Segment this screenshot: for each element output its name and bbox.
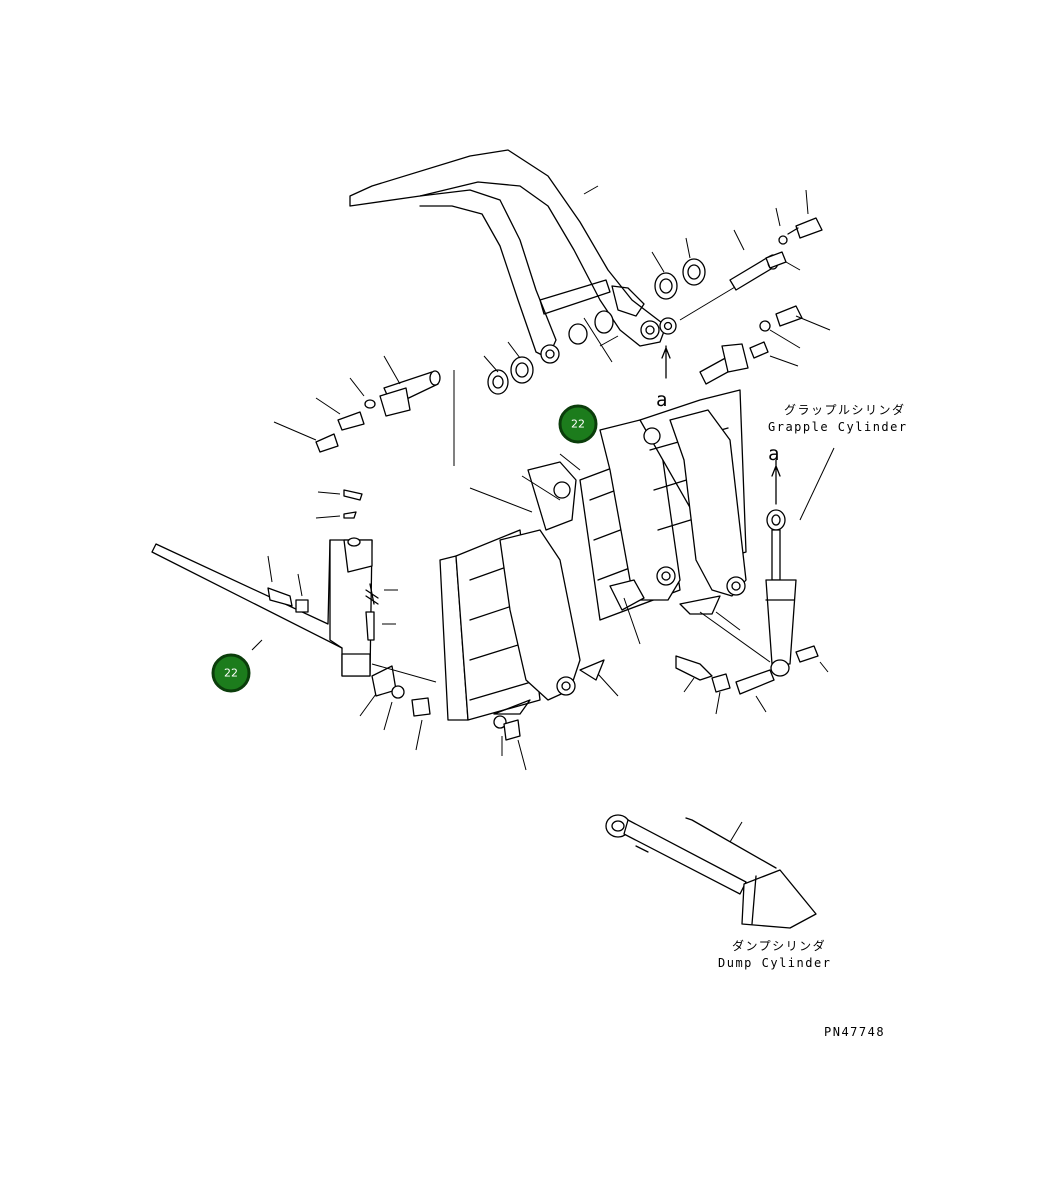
callout-circle[interactable] (558, 404, 598, 444)
fork-carriage (439, 389, 747, 721)
dump-cylinder-label-jp: ダンプシリンダ (732, 938, 826, 953)
grapple-cylinder-label-en: Grapple Cylinder (768, 420, 908, 434)
upper-right-hardware (699, 189, 831, 385)
arm-bushings (483, 237, 741, 395)
left-pin-assembly (273, 355, 455, 466)
grapple-cylinder (661, 345, 835, 677)
callout-badge-lower[interactable]: 22 (211, 653, 251, 693)
arrow-letter-right: a (768, 443, 779, 465)
cylinder-bolts (675, 611, 775, 715)
callout-label[interactable]: 22 (224, 667, 238, 680)
dump-cylinder-label-en: Dump Cylinder (718, 956, 831, 970)
callout-badge-upper[interactable]: 22 (558, 404, 598, 444)
callout-label[interactable]: 22 (571, 418, 585, 431)
part-number-label: PN47748 (824, 1025, 885, 1039)
callout-circle[interactable] (211, 653, 251, 693)
grapple-cylinder-label-jp: グラップルシリンダ (784, 402, 906, 417)
arrow-letter-top: a (656, 389, 667, 411)
fork-tine (151, 489, 437, 751)
grapple-arm (349, 149, 677, 364)
lower-hardware (493, 715, 527, 771)
dump-cylinder (605, 814, 817, 929)
